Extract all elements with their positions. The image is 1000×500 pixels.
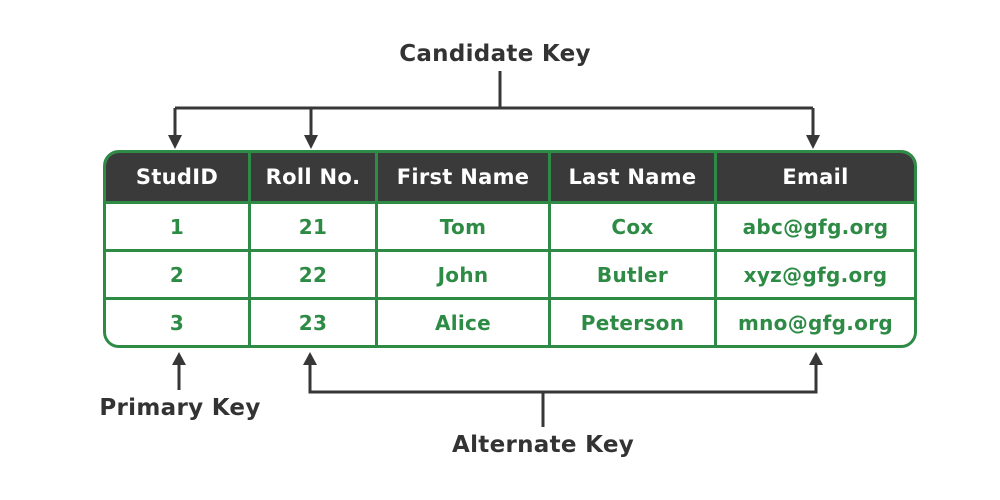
header-cell-firstname: First Name bbox=[378, 153, 548, 201]
table-cell: Alice bbox=[378, 300, 548, 345]
primary-key-arrowhead bbox=[172, 352, 186, 365]
candidate-key-arrowheads bbox=[168, 135, 820, 149]
table-cell: 22 bbox=[251, 252, 375, 297]
alternate-key-bracket bbox=[308, 363, 818, 427]
primary-key-label: Primary Key bbox=[99, 395, 261, 421]
alternate-key-arrowheads bbox=[303, 352, 823, 365]
table-cell: 3 bbox=[106, 300, 248, 345]
header-cell-rollno: Roll No. bbox=[251, 153, 375, 201]
header-cell-lastname: Last Name bbox=[551, 153, 714, 201]
table-cell: abc@gfg.org bbox=[717, 204, 914, 249]
candidate-key-bracket bbox=[173, 71, 815, 137]
table-cell: 1 bbox=[106, 204, 248, 249]
table-cell: Peterson bbox=[551, 300, 714, 345]
candidate-key-label: Candidate Key bbox=[399, 41, 591, 67]
header-cell-studid: StudID bbox=[106, 153, 248, 201]
student-table-grid: StudID Roll No. First Name Last Name Ema… bbox=[106, 153, 914, 345]
table-cell: mno@gfg.org bbox=[717, 300, 914, 345]
table-cell: Butler bbox=[551, 252, 714, 297]
table-cell: 23 bbox=[251, 300, 375, 345]
table-cell: xyz@gfg.org bbox=[717, 252, 914, 297]
header-cell-email: Email bbox=[717, 153, 914, 201]
table-cell: 21 bbox=[251, 204, 375, 249]
table-cell: Cox bbox=[551, 204, 714, 249]
student-table: StudID Roll No. First Name Last Name Ema… bbox=[103, 150, 917, 348]
table-cell: 2 bbox=[106, 252, 248, 297]
alternate-key-label: Alternate Key bbox=[451, 432, 635, 458]
table-cell: John bbox=[378, 252, 548, 297]
table-cell: Tom bbox=[378, 204, 548, 249]
